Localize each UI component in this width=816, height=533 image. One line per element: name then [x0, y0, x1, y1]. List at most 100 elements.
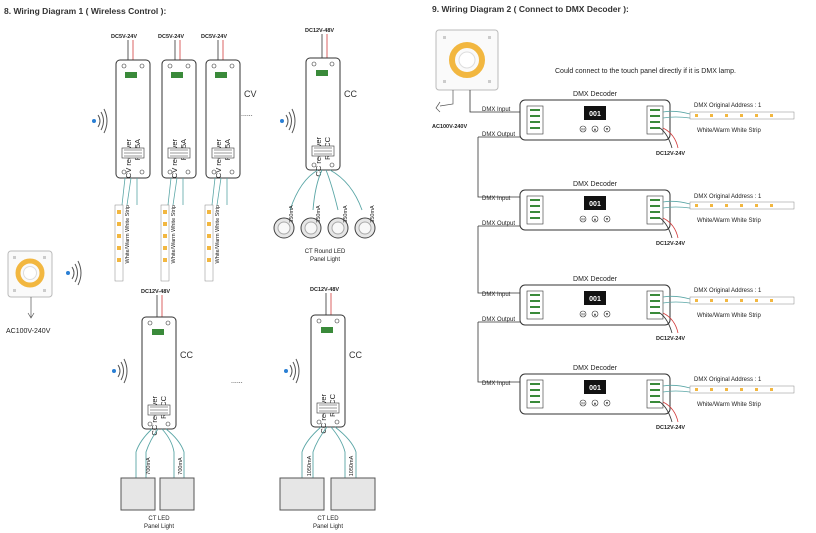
decoder-supply: DC12V-24V [656, 336, 685, 342]
decoder-button-label: ▲ [593, 312, 597, 317]
strip-label: White/Warm White Strip [125, 205, 131, 263]
cc-receiver-bottom-left: DC12V-48V CC receiver R4-CC [141, 289, 177, 436]
bottom-ellipsis: ...... [231, 378, 243, 385]
dmx-decoder-3: DMX Input DMX Output DMX Decoder 001 DMX… [478, 276, 795, 342]
decoder-button-glyphs: M ▲ ▼ M ▲ ▼ M ▲ ▼ M ▲ ▼ [581, 127, 609, 406]
current-label: 350mA [343, 205, 349, 223]
current-label: 1050mA [349, 455, 355, 476]
light-label: CT LED [317, 516, 339, 522]
current-label: 350mA [316, 205, 322, 223]
dmx-input-label: DMX Input [482, 107, 511, 113]
touch-panel-left [7, 250, 53, 298]
cv-receiver-2: DC5V-24V CV receiver R4-5A White/Warm Wh… [158, 34, 197, 282]
cv-receiver-label: CV receiver [170, 139, 179, 179]
wireless-icon [92, 108, 108, 134]
decoder-button-label: ▼ [605, 217, 609, 222]
strip-label: White/Warm White Strip [697, 313, 761, 319]
decoder-supply: DC12V-24V [656, 241, 685, 247]
light-label: Panel Light [310, 257, 340, 263]
cv-receiver-label: CV receiver [214, 139, 223, 179]
strip-label: White/Warm White Strip [171, 205, 177, 263]
dmx-input-label: DMX Input [482, 196, 511, 202]
decoder-button-label: ▼ [605, 312, 609, 317]
square-panel-lights [120, 477, 195, 511]
light-label: CT Round LED [305, 249, 346, 255]
decoder-button-label: M [581, 217, 584, 222]
decoder-display: 001 [589, 385, 601, 392]
decoder-button-label: ▼ [605, 401, 609, 406]
cc-receiver-bottom-right: DC12V-48V CC receiver R4-CC [310, 287, 346, 434]
cc-receiver-label: CC receiver [319, 394, 328, 434]
cc-bl-supply: DC12V-48V [141, 289, 170, 295]
cv-ellipsis: ...... [241, 111, 253, 118]
strip-label: White/Warm White Strip [697, 128, 761, 134]
current-label: 350mA [289, 205, 295, 223]
cc-bl-mode: CC [180, 350, 193, 360]
decoder-supply: DC12V-24V [656, 151, 685, 157]
light-label: Panel Light [313, 524, 343, 530]
decoder-button-label: M [581, 401, 584, 406]
wireless-icon [284, 358, 300, 384]
dmx-decoder-2: DMX Input DMX Output DMX Decoder 001 DMX… [478, 181, 795, 247]
decoder-button-label: ▼ [605, 127, 609, 132]
cv-receiver-3: DC5V-24V CV receiver R4-5A White/Warm Wh… [201, 34, 241, 282]
cv-receiver-1: DC5V-24V CV receiver R4-5A White/Warm Wh… [111, 34, 151, 282]
cv-receiver-label: CV receiver [124, 139, 133, 179]
dmx-address: DMX Original Address : 1 [694, 103, 762, 109]
strip-label: White/Warm White Strip [697, 402, 761, 408]
square-panel-lights [279, 477, 376, 511]
wireless-icon [66, 260, 82, 286]
current-label: 1050mA [307, 455, 313, 476]
title-diagram-2: 9. Wiring Diagram 2 ( Connect to DMX Dec… [432, 4, 629, 14]
panel-power-left: AC100V-240V [6, 328, 51, 335]
decoder-display: 001 [589, 296, 601, 303]
current-label: 700mA [178, 457, 184, 475]
round-panel-lights [273, 217, 376, 239]
current-label: 350mA [370, 205, 376, 223]
cc-top-supply: DC12V-48V [305, 28, 334, 34]
wireless-icon [112, 358, 128, 384]
dmx-output-label: DMX Output [482, 221, 515, 227]
cc-receiver-label: CC receiver [150, 396, 159, 436]
light-label: Panel Light [144, 524, 174, 530]
cc-br-mode: CC [349, 350, 362, 360]
decoder-button-label: M [581, 312, 584, 317]
dmx-address: DMX Original Address : 1 [694, 194, 762, 200]
light-label: CT LED [148, 516, 170, 522]
dmx-decoder-1: DMX Input DMX Output DMX Decoder 001 DMX… [478, 91, 795, 157]
decoder-title: DMX Decoder [573, 365, 618, 372]
decoder-button-label: M [581, 127, 584, 132]
decoder-button-label: ▲ [593, 401, 597, 406]
dmx-decoder-4: DMX Input DMX Decoder 001 DMX Original A… [482, 365, 795, 431]
dmx-output-label: DMX Output [482, 317, 515, 323]
decoder-display: 001 [589, 201, 601, 208]
decoder-display: 001 [589, 111, 601, 118]
cv-supply-2: DC5V-24V [158, 34, 184, 40]
title-diagram-1: 8. Wiring Diagram 1 ( Wireless Control )… [4, 6, 166, 16]
wireless-icon [280, 108, 296, 134]
dmx-address: DMX Original Address : 1 [694, 377, 762, 383]
cc-receiver-top: DC12V-48V CC receiver R4-CC [305, 28, 341, 177]
decoder-title: DMX Decoder [573, 276, 618, 283]
strip-label: White/Warm White Strip [697, 218, 761, 224]
dmx-note: Could connect to the touch panel directl… [555, 68, 736, 75]
dmx-input-label: DMX Input [482, 381, 511, 387]
cc-top-mode: CC [344, 89, 357, 99]
decoder-title: DMX Decoder [573, 181, 618, 188]
decoder-supply: DC12V-24V [656, 425, 685, 431]
dmx-address: DMX Original Address : 1 [694, 288, 762, 294]
cv-supply-3: DC5V-24V [201, 34, 227, 40]
dmx-input-label: DMX Input [482, 292, 511, 298]
cv-mode-label: CV [244, 89, 257, 99]
dmx-output-label: DMX Output [482, 132, 515, 138]
strip-label: White/Warm White Strip [215, 205, 221, 263]
decoder-title: DMX Decoder [573, 91, 618, 98]
cc-br-supply: DC12V-48V [310, 287, 339, 293]
touch-panel-right [435, 29, 499, 91]
decoder-button-label: ▲ [593, 217, 597, 222]
panel-power-right: AC100V-240V [432, 124, 467, 130]
cv-supply-1: DC5V-24V [111, 34, 137, 40]
current-label: 700mA [146, 457, 152, 475]
decoder-button-label: ▲ [593, 127, 597, 132]
